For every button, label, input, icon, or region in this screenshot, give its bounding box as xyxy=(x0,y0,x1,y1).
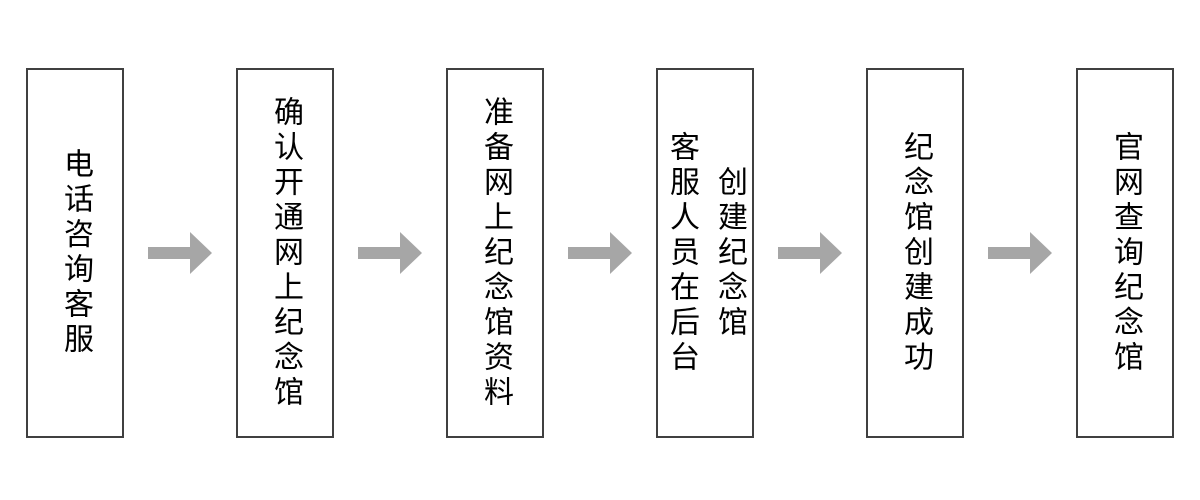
right-arrow-icon xyxy=(358,232,422,274)
connector-3 xyxy=(544,232,656,274)
flow-step-4: 客服人员在后台 创建纪念馆 xyxy=(656,68,754,438)
right-arrow-icon xyxy=(148,232,212,274)
flow-step-5-label: 纪念馆创建成功 xyxy=(899,130,932,376)
right-arrow-icon xyxy=(988,232,1052,274)
flow-step-2: 确认开通网上纪念馆 xyxy=(236,68,334,438)
flow-step-6-label: 官网查询纪念馆 xyxy=(1109,130,1142,376)
flow-step-3: 准备网上纪念馆资料 xyxy=(446,68,544,438)
right-arrow-icon xyxy=(778,232,842,274)
flow-step-5: 纪念馆创建成功 xyxy=(866,68,964,438)
flow-step-1-label: 电话咨询客服 xyxy=(59,148,92,358)
connector-4 xyxy=(754,232,866,274)
flow-step-6: 官网查询纪念馆 xyxy=(1076,68,1174,438)
flow-step-4-label: 客服人员在后台 创建纪念馆 xyxy=(665,130,746,376)
connector-2 xyxy=(334,232,446,274)
flow-step-2-label: 确认开通网上纪念馆 xyxy=(269,95,302,411)
connector-5 xyxy=(964,232,1076,274)
right-arrow-icon xyxy=(568,232,632,274)
flow-step-3-label: 准备网上纪念馆资料 xyxy=(479,95,512,411)
connector-1 xyxy=(124,232,236,274)
flow-step-1: 电话咨询客服 xyxy=(26,68,124,438)
